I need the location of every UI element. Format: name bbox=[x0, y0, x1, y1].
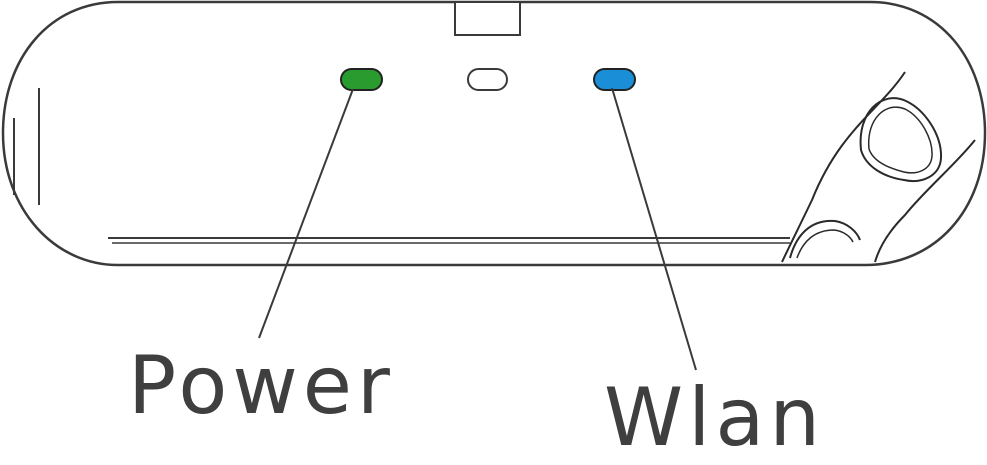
power-led bbox=[340, 68, 383, 91]
device-outline bbox=[1, 0, 987, 267]
wlan-label: Wlan bbox=[604, 371, 826, 464]
power-label: Power bbox=[128, 339, 395, 432]
finger-illustration bbox=[781, 71, 976, 263]
power-leader-line bbox=[258, 88, 354, 339]
wlan-leader-line bbox=[611, 87, 697, 371]
middle-led bbox=[467, 68, 508, 91]
top-connector bbox=[454, 1, 521, 36]
wlan-led bbox=[593, 68, 636, 91]
